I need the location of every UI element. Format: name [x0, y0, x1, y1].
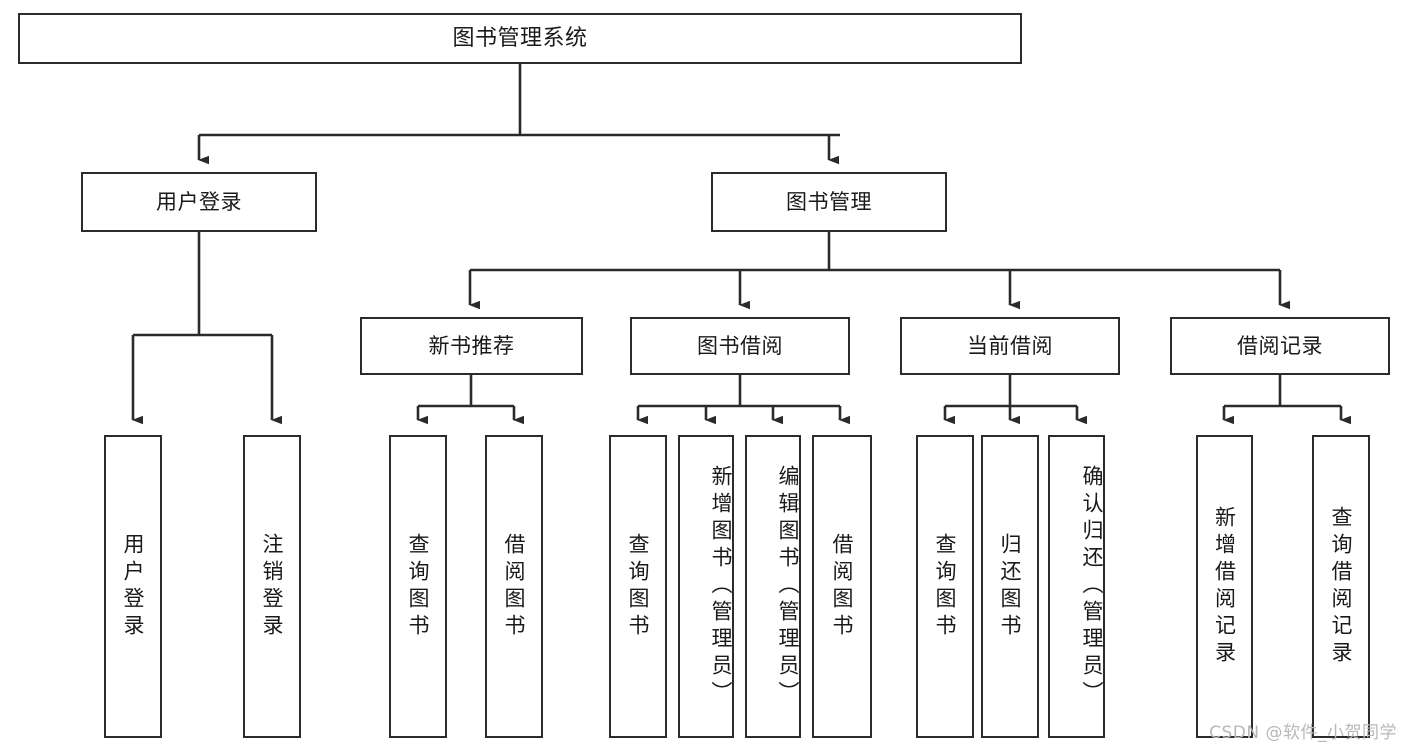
- node-book-management[interactable]: 图书管理: [711, 172, 947, 232]
- leaf-edit-book-admin[interactable]: 编辑图书（管理员）: [745, 435, 801, 738]
- leaf-return-book[interactable]: 归还图书: [981, 435, 1039, 738]
- leaf-query-book-borrow[interactable]: 查询图书: [609, 435, 667, 738]
- node-current-borrow[interactable]: 当前借阅: [900, 317, 1120, 375]
- node-root[interactable]: 图书管理系统: [18, 13, 1022, 64]
- leaf-borrow-book[interactable]: 借阅图书: [812, 435, 872, 738]
- leaf-query-book-new[interactable]: 查询图书: [389, 435, 447, 738]
- leaf-query-borrow-record[interactable]: 查询借阅记录: [1312, 435, 1370, 738]
- node-new-book-recommend[interactable]: 新书推荐: [360, 317, 583, 375]
- leaf-user-login[interactable]: 用户登录: [104, 435, 162, 738]
- leaf-confirm-return-admin[interactable]: 确认归还（管理员）: [1048, 435, 1105, 738]
- node-book-borrow[interactable]: 图书借阅: [630, 317, 850, 375]
- node-user-login[interactable]: 用户登录: [81, 172, 317, 232]
- leaf-add-book-admin[interactable]: 新增图书（管理员）: [678, 435, 734, 738]
- csdn-watermark: CSDN @软件_小贺同学: [1209, 723, 1397, 743]
- leaf-logout[interactable]: 注销登录: [243, 435, 301, 738]
- leaf-query-book-current[interactable]: 查询图书: [916, 435, 974, 738]
- node-borrow-record[interactable]: 借阅记录: [1170, 317, 1390, 375]
- leaf-borrow-book-new[interactable]: 借阅图书: [485, 435, 543, 738]
- leaf-add-borrow-record[interactable]: 新增借阅记录: [1196, 435, 1253, 738]
